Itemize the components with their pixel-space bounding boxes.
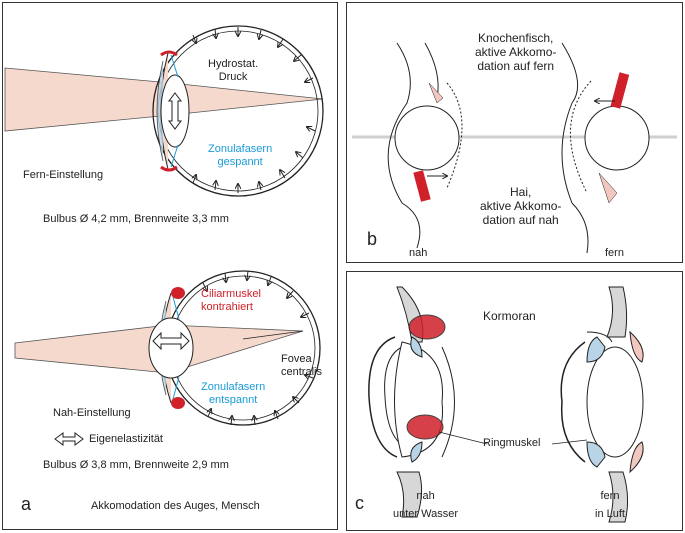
panel-letter-b: b bbox=[367, 229, 378, 249]
lens-far-c bbox=[586, 346, 644, 458]
label-near-setting: Nah-Einstellung bbox=[53, 407, 131, 419]
cormorant-eye-drawing bbox=[368, 286, 644, 523]
label-ringmuskel: Ringmuskel bbox=[483, 437, 541, 449]
label-elasticity: Eigenelastizität bbox=[89, 433, 163, 445]
panel-b-fish-eyes: Knochenfisch,aktive Akkomo-dation auf fe… bbox=[346, 2, 683, 263]
double-arrow-icon-legend bbox=[54, 432, 84, 446]
label-near-b: nah bbox=[409, 247, 428, 259]
panel-letter-c: c bbox=[355, 493, 364, 513]
fish-eye-right bbox=[561, 42, 650, 254]
double-arrow-icon-near bbox=[152, 331, 190, 351]
label-cormorant: Kormoran bbox=[483, 309, 536, 323]
label-bony-fish: Knochenfisch,aktive Akkomo-dation auf fe… bbox=[475, 31, 557, 73]
panel-a-caption: Akkomodation des Auges, Mensch bbox=[91, 500, 260, 512]
top-eye bbox=[4, 25, 324, 197]
eyeball-far bbox=[152, 25, 324, 197]
ciliary-muscle-bottom bbox=[171, 397, 185, 409]
label-far-b: fern bbox=[605, 247, 624, 259]
human-eye-drawing bbox=[4, 25, 324, 446]
label-bulbus-far: Bulbus Ø 4,2 mm, Brennweite 3,3 mm bbox=[43, 213, 229, 225]
label-far-setting: Fern-Einstellung bbox=[23, 169, 104, 181]
bottom-eye bbox=[14, 270, 321, 446]
fish-eye-left bbox=[387, 42, 463, 249]
label-pressure: Hydrostat.Druck bbox=[208, 58, 259, 83]
ringmuskel-top-near bbox=[408, 314, 446, 340]
cormorant-eye-far bbox=[560, 286, 644, 523]
lens-near bbox=[148, 317, 194, 379]
label-bulbus-near: Bulbus Ø 3,8 mm, Brennweite 2,9 mm bbox=[43, 459, 229, 471]
panel-letter-a: a bbox=[21, 494, 32, 514]
pressure-arrows-icon bbox=[193, 27, 316, 193]
double-arrow-icon bbox=[168, 92, 182, 130]
ringmuskel-bottom-near bbox=[406, 414, 444, 440]
label-shark: Hai,aktive Akkomo-dation auf nah bbox=[480, 185, 562, 227]
ciliary-muscle-top bbox=[171, 287, 185, 299]
fish-eye-drawing bbox=[352, 42, 677, 254]
cormorant-eye-near bbox=[368, 286, 455, 518]
